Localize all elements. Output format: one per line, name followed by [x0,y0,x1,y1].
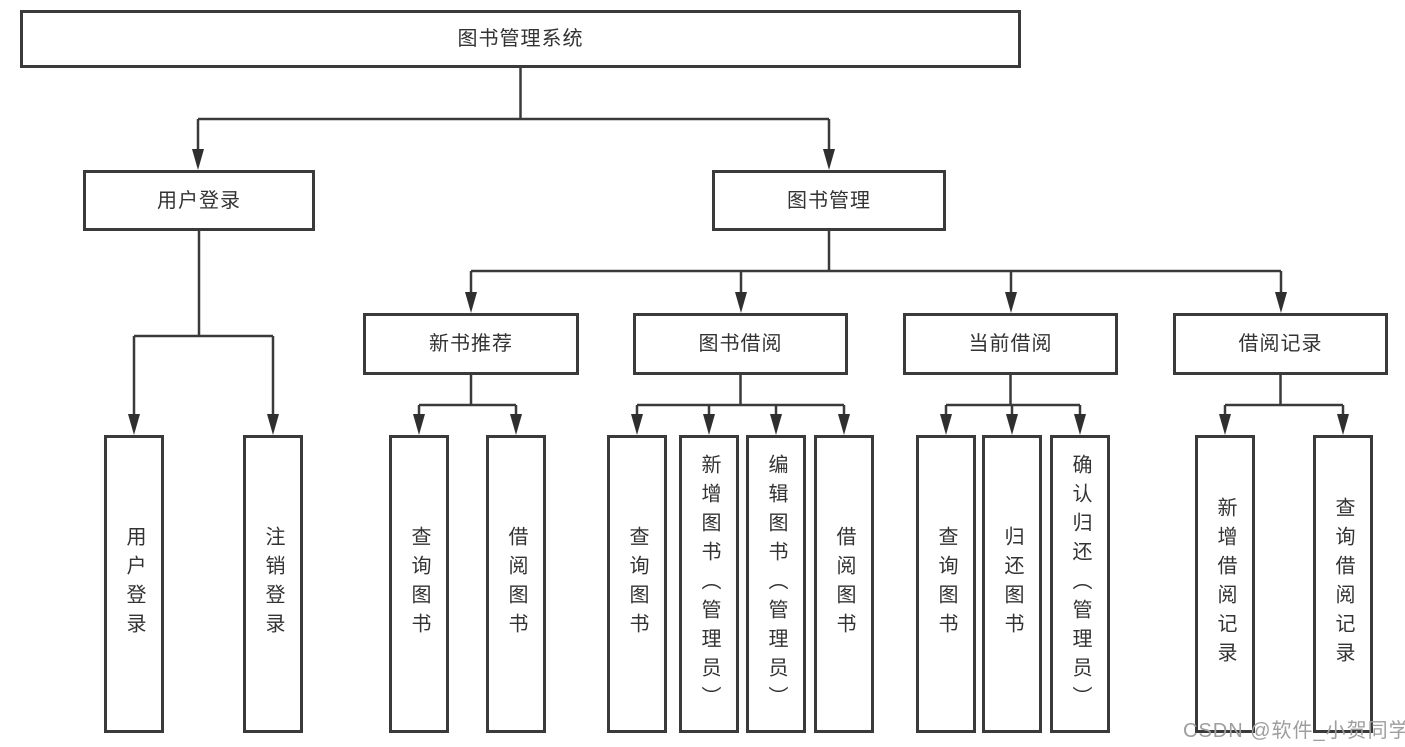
node-borrow-records: 借阅记录 [1173,313,1388,375]
node-book-borrow: 图书借阅 [633,313,848,375]
leaf-query-books-borrow: 查询图书 [607,435,667,733]
leaf-borrow-books-label: 借阅图书 [833,526,855,642]
node-borrow-records-label: 借阅记录 [1238,333,1323,355]
node-current-borrow-label: 当前借阅 [968,333,1053,355]
leaf-logout-label: 注销登录 [262,526,284,642]
leaf-add-borrow-record-label: 新增借阅记录 [1214,497,1236,671]
leaf-user-login-label: 用户登录 [123,526,145,642]
leaf-add-book-admin-label: 新增图书（管理员） [698,453,720,715]
node-new-book-recommend-label: 新书推荐 [429,333,513,355]
leaf-add-borrow-record: 新增借阅记录 [1195,435,1255,733]
node-current-borrow: 当前借阅 [903,313,1118,375]
node-book-management-label: 图书管理 [787,189,871,212]
leaf-query-books-current: 查询图书 [916,435,976,733]
leaf-borrow-books-recommend-label: 借阅图书 [505,526,527,642]
leaf-borrow-books-recommend: 借阅图书 [486,435,546,733]
node-book-borrow-label: 图书借阅 [698,333,783,355]
node-user-login: 用户登录 [83,170,315,231]
leaf-query-books-borrow-label: 查询图书 [626,526,648,642]
leaf-borrow-books: 借阅图书 [814,435,874,733]
csdn-watermark: CSDN @软件_小贺同学 [1183,720,1405,742]
leaf-edit-book-admin-label: 编辑图书（管理员） [765,453,787,715]
leaf-user-login: 用户登录 [104,435,164,733]
leaf-add-book-admin: 新增图书（管理员） [679,435,739,733]
node-root: 图书管理系统 [20,10,1021,68]
leaf-edit-book-admin: 编辑图书（管理员） [746,435,806,733]
leaf-query-books-recommend: 查询图书 [389,435,449,733]
node-new-book-recommend: 新书推荐 [363,313,579,375]
node-user-login-label: 用户登录 [157,189,241,212]
leaf-query-borrow-record: 查询借阅记录 [1313,435,1373,733]
leaf-query-borrow-record-label: 查询借阅记录 [1332,497,1354,671]
leaf-confirm-return-admin: 确认归还（管理员） [1050,435,1110,733]
node-book-management: 图书管理 [712,170,946,231]
leaf-return-books-label: 归还图书 [1001,526,1023,642]
leaf-logout: 注销登录 [243,435,303,733]
leaf-return-books: 归还图书 [982,435,1042,733]
leaf-query-books-recommend-label: 查询图书 [408,526,430,642]
leaf-query-books-current-label: 查询图书 [935,526,957,642]
leaf-confirm-return-admin-label: 确认归还（管理员） [1069,453,1091,715]
node-root-label: 图书管理系统 [457,28,584,50]
